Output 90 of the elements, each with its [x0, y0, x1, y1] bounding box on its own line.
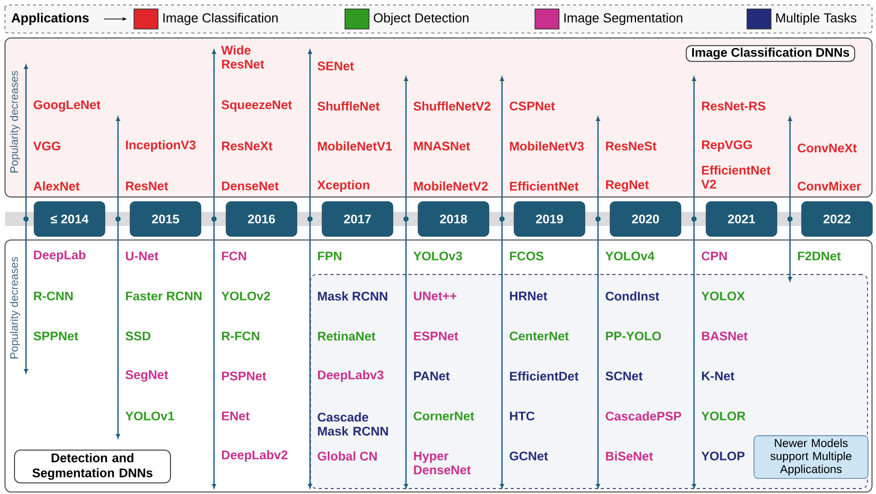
panel-heading: Image Classification DNNs [686, 45, 856, 62]
model-name: CondInst [606, 291, 660, 301]
model-name: CascadePSP [606, 411, 682, 421]
model-name: R-FCN [222, 332, 260, 340]
model-name: ResNet-RS [702, 102, 766, 110]
model-name: RetinaNet [318, 331, 376, 341]
model-name: R-CNN [34, 292, 73, 300]
model-name: YOLOv4 [605, 252, 654, 260]
model-name: Global CN [318, 451, 377, 461]
year-badge: 2019 [514, 201, 586, 237]
axis-label: Popularity decreases [10, 257, 20, 358]
model-name: Wide ResNet [221, 45, 264, 69]
model-name: YOLOv2 [221, 292, 270, 300]
year-badge: 2015 [130, 201, 202, 237]
model-name: GCNet [510, 452, 548, 460]
model-name: MobileNetV3 [510, 141, 584, 151]
model-name: CenterNet [510, 332, 569, 340]
model-name: EfficientDet [510, 371, 578, 381]
model-name: ShuffleNetV2 [414, 101, 490, 111]
model-name: VGG [33, 142, 60, 150]
model-name: Xception [317, 180, 370, 192]
callout-box: Newer Models support Multiple Applications [754, 435, 868, 479]
model-name: UNet++ [414, 292, 456, 300]
model-name: MobileNetV1 [318, 141, 392, 151]
model-name: SqueezeNet [222, 100, 292, 112]
model-name: MNASNet [414, 142, 470, 150]
axis-label: Popularity decreases [10, 71, 20, 172]
model-name: F2DNet [798, 252, 841, 260]
model-name: RegNet [606, 180, 649, 192]
model-name: CSPNet [510, 102, 555, 110]
model-name: YOLOv3 [413, 252, 462, 260]
model-name: EfficientNet V2 [701, 165, 770, 189]
model-name: K-Net [702, 372, 734, 380]
model-name: HTC [510, 412, 535, 420]
model-name: Hyper DenseNet [414, 452, 471, 474]
legend-label: Multiple Tasks [776, 12, 856, 26]
model-name: ResNeSt [606, 142, 656, 150]
model-name: ResNet [126, 182, 168, 190]
model-name: ShuffleNet [318, 101, 380, 111]
model-name: DenseNet [222, 182, 279, 190]
model-name: ESPNet [414, 332, 458, 340]
model-name: CornerNet [414, 412, 474, 420]
model-name: YOLOR [701, 412, 746, 420]
model-name: SENet [318, 62, 354, 70]
panel [4, 38, 872, 198]
model-name: SSD [126, 332, 150, 340]
legend-label: Object Detection [374, 12, 468, 26]
year-badge: 2022 [801, 201, 873, 237]
year-badge: 2017 [322, 201, 394, 237]
year-badge: 2016 [226, 201, 298, 237]
model-name: BiSeNet [606, 451, 653, 461]
legend-title: Applications [12, 12, 89, 26]
panel-heading: Detection and Segmentation DNNs [14, 450, 171, 484]
model-name: RepVGG [702, 140, 752, 152]
model-name: DeepLabv2 [222, 450, 288, 462]
model-name: ENet [222, 412, 250, 420]
model-name: PSPNet [222, 372, 266, 380]
model-name: SegNet [126, 370, 168, 382]
model-name: DeepLabv3 [318, 370, 384, 382]
legend-label: Image Segmentation [564, 12, 682, 26]
model-name: PP-YOLO [606, 332, 661, 340]
model-name: FCN [222, 252, 246, 260]
year-badge: 2020 [610, 201, 682, 237]
model-name: GoogLeNet [34, 100, 100, 112]
year-badge: ≤ 2014 [34, 201, 106, 237]
model-name: BASNet [702, 332, 748, 340]
model-name: FPN [318, 252, 342, 260]
model-name: U-Net [126, 252, 158, 260]
model-name: HRNet [510, 292, 548, 300]
model-name: YOLOv1 [125, 412, 174, 420]
model-name: FCOS [510, 252, 544, 260]
model-name: Mask RCNN [318, 291, 388, 301]
legend-label: Image Classification [163, 12, 278, 26]
model-name: DeepLab [34, 250, 86, 262]
model-name: MobileNetV2 [414, 181, 488, 191]
model-name: CPN [702, 252, 727, 260]
model-name: Faster RCNN [126, 292, 202, 300]
model-name: ResNeXt [222, 142, 272, 150]
year-badge: 2021 [706, 201, 778, 237]
model-name: ConvNeXt [798, 144, 857, 152]
year-badge: 2018 [418, 201, 490, 237]
model-name: ConvMixer [798, 181, 861, 191]
model-name: Cascade Mask RCNN [318, 412, 388, 436]
model-name: InceptionV3 [126, 140, 196, 152]
model-name: PANet [414, 372, 450, 380]
dashed-region [310, 274, 868, 489]
model-name: YOLOX [701, 292, 745, 300]
model-name: SPPNet [34, 332, 78, 340]
model-name: EfficientNet [510, 181, 578, 191]
model-name: SCNet [606, 372, 643, 380]
